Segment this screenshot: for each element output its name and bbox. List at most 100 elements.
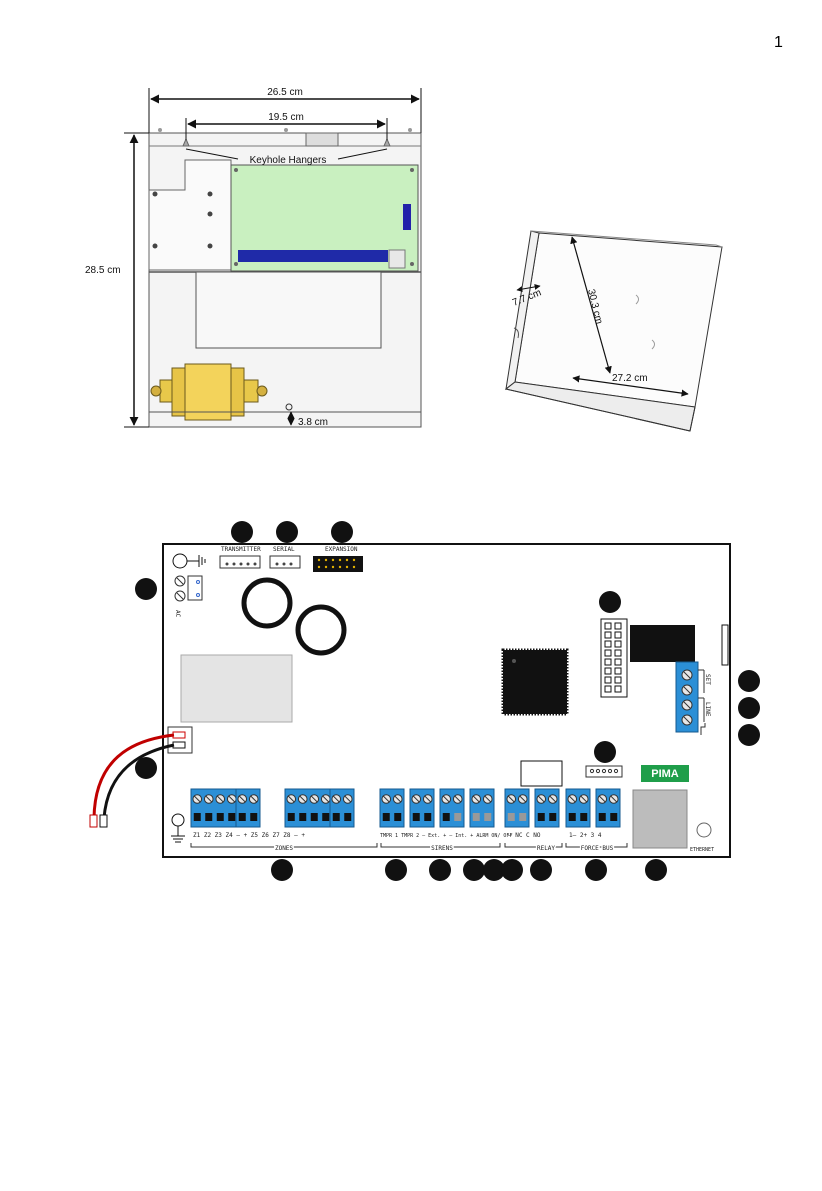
callout-tamper	[385, 859, 407, 881]
callout-onoff	[501, 859, 523, 881]
terminal-wire-hole	[538, 813, 545, 821]
callout-line	[738, 697, 760, 719]
sirens-group-label: SIRENS	[431, 845, 453, 852]
header-pin	[615, 677, 621, 683]
callout-aux	[594, 741, 616, 763]
battery-area	[196, 272, 381, 348]
terminal-wire-hole	[443, 813, 450, 821]
width-dimension-3d-label: 27.2 cm	[612, 373, 648, 384]
relay-group-label: RELAY	[537, 845, 555, 852]
aux-connector	[586, 766, 622, 777]
ethernet-label: ETHERNET	[690, 847, 714, 853]
callout-int-siren	[463, 859, 485, 881]
header-pin	[605, 686, 611, 692]
pima-logo-text: PIMA	[651, 768, 679, 780]
width-dimension: 26.5 cm	[149, 87, 421, 133]
callout-battery	[135, 757, 157, 779]
bottom-callouts	[271, 859, 667, 881]
terminal-block	[236, 789, 260, 827]
terminal-block	[410, 789, 434, 827]
terminal-wire-hole	[413, 813, 420, 821]
serial-connector	[270, 556, 300, 568]
header-pin	[615, 650, 621, 656]
terminal-wire-hole	[205, 813, 212, 821]
header-pin	[605, 641, 611, 647]
callout-transmitter	[231, 521, 253, 543]
callout-earth	[738, 724, 760, 746]
terminal-wire-hole	[454, 813, 461, 821]
height-dimension-label: 28.5 cm	[85, 265, 121, 276]
width-dimension-label: 26.5 cm	[267, 87, 303, 98]
bus-terminal-names: 1– 2+ 3 4	[569, 832, 602, 839]
callout-relay	[530, 859, 552, 881]
terminal-wire-hole	[344, 813, 351, 821]
terminal-block	[330, 789, 354, 827]
hanger-spacing-label: 19.5 cm	[268, 112, 304, 123]
callout-ethernet	[645, 859, 667, 881]
terminal-wire-hole	[322, 813, 329, 821]
terminal-wire-hole	[311, 813, 318, 821]
header-pin	[605, 659, 611, 665]
terminal-wire-hole	[549, 813, 556, 821]
terminal-block	[380, 789, 404, 827]
phone-relay-block	[630, 625, 695, 662]
header-pin	[605, 632, 611, 638]
line-label: LINE	[704, 702, 711, 717]
terminal-block	[596, 789, 620, 827]
terminal-block	[440, 789, 464, 827]
terminal-wire-hole	[473, 813, 480, 821]
zones-group-label: ZONES	[275, 845, 293, 852]
serial-label: SERIAL	[273, 546, 295, 553]
terminal-wire-hole	[424, 813, 431, 821]
terminal-wire-hole	[333, 813, 340, 821]
header-pin	[605, 650, 611, 656]
expansion-connector	[313, 556, 363, 572]
header-pin	[615, 686, 621, 692]
keypad-header	[601, 619, 627, 697]
header-pin	[605, 668, 611, 674]
terminal-wire-hole	[580, 813, 587, 821]
enclosure-front-view	[149, 128, 421, 427]
terminal-wire-hole	[250, 813, 257, 821]
header-pin	[615, 623, 621, 629]
relay-terminal-names: – NC C NO	[508, 832, 541, 839]
terminal-wire-hole	[569, 813, 576, 821]
module-area	[181, 655, 292, 722]
terminal-wire-hole	[299, 813, 306, 821]
sirens-terminal-names: TMPR 1 TMPR 2 – Ext. + – Int. + ALRM ON/…	[380, 833, 512, 839]
force-bus-group-label: FORCE BUS	[581, 845, 614, 852]
terminal-wire-hole	[288, 813, 295, 821]
box-3d-view: 30.3 cm 7.7 cm 27.2 cm	[506, 231, 722, 431]
header-pin	[605, 677, 611, 683]
header-pin	[615, 668, 621, 674]
transmitter-label: TRANSMITTER	[221, 546, 261, 553]
callout-expansion	[331, 521, 353, 543]
terminal-wire-hole	[519, 813, 526, 821]
height-dimension: 28.5 cm	[85, 133, 149, 427]
microcontroller-chip	[503, 650, 567, 714]
terminal-wire-hole	[394, 813, 401, 821]
pcb-connector-vertical	[403, 204, 411, 230]
transmitter-connector	[220, 556, 260, 568]
zones-terminal-names: Z1 Z2 Z3 Z4 – + Z5 Z6 Z7 Z8 – +	[193, 832, 305, 839]
ac-label: AC	[174, 610, 181, 618]
enclosure-top-tab	[306, 133, 338, 146]
bottom-offset-label: 3.8 cm	[298, 417, 328, 428]
terminal-wire-hole	[239, 813, 246, 821]
page-number: 1	[774, 34, 783, 51]
terminal-wire-hole	[508, 813, 515, 821]
header-pin	[615, 632, 621, 638]
expansion-label: EXPANSION	[325, 546, 358, 553]
pcb-terminal-strip	[238, 250, 388, 262]
terminal-wire-hole	[610, 813, 617, 821]
callout-ext-siren	[429, 859, 451, 881]
callout-ac	[135, 578, 157, 600]
header-pin	[605, 623, 611, 629]
callout-serial	[276, 521, 298, 543]
terminal-wire-hole	[217, 813, 224, 821]
keyhole-hangers-label: Keyhole Hangers	[250, 155, 327, 166]
terminal-wire-hole	[383, 813, 390, 821]
battery-connector	[168, 727, 192, 753]
pcb-board: TRANSMITTER SERIAL EXPANSION AC	[90, 521, 760, 881]
